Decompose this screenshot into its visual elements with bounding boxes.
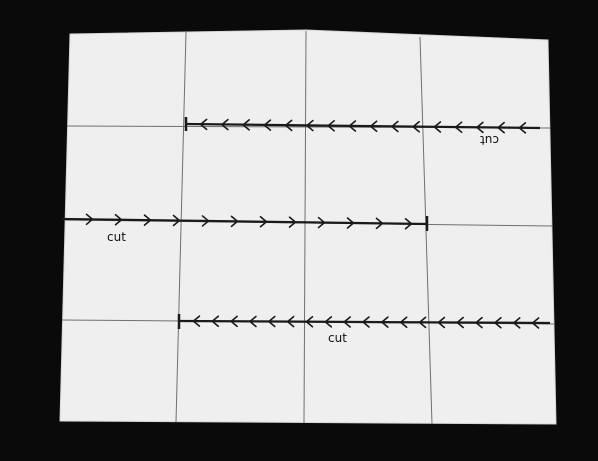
cut-line-1-label: cut: [480, 133, 499, 147]
cut-line-3-label: cut: [328, 331, 347, 345]
cut-line-2-label: cut: [107, 230, 126, 244]
paper-sheet: [60, 30, 556, 424]
